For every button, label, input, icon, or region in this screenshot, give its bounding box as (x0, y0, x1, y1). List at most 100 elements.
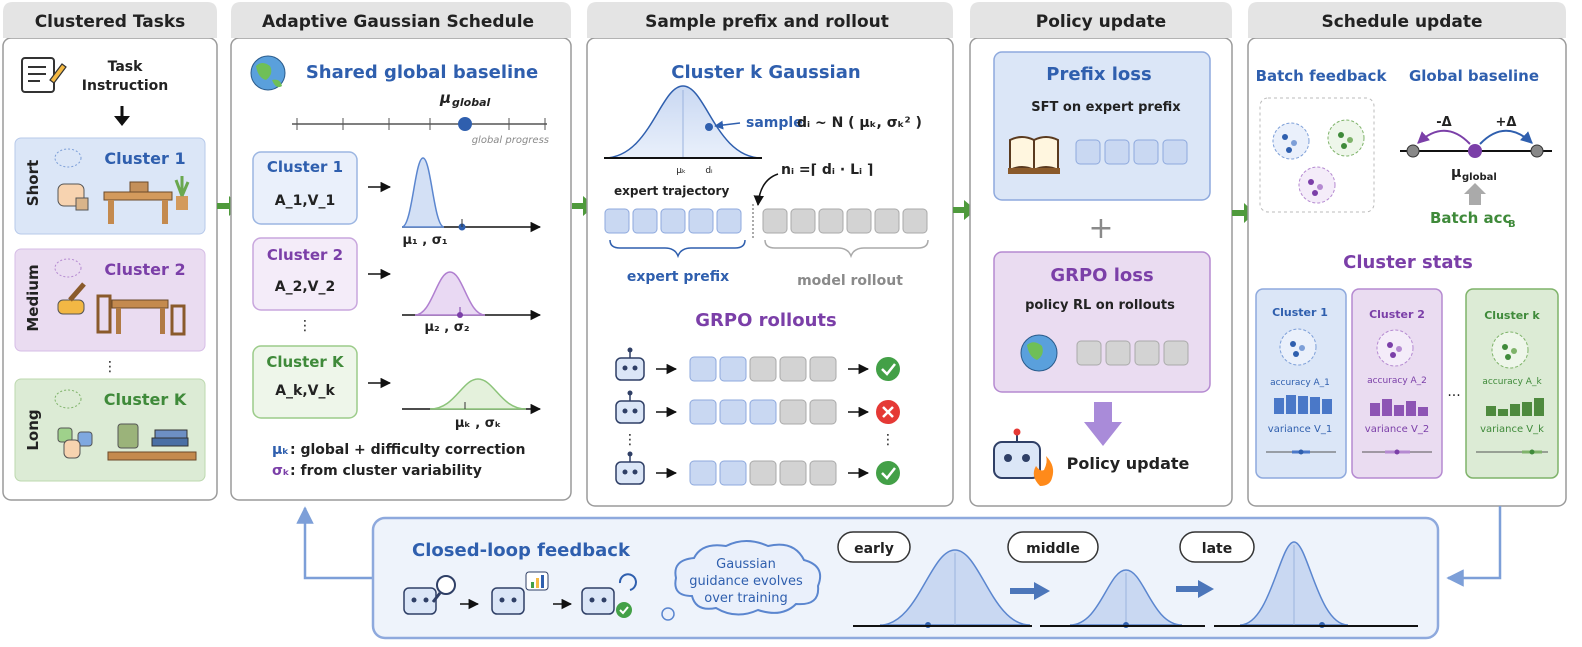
cluster-params: A_2,V_2 (275, 279, 335, 295)
document-pencil-icon (21, 57, 67, 93)
panel-sample-prefix: Sample prefix and rollout Cluster k Gaus… (586, 2, 954, 507)
robot-search-icon (403, 575, 456, 615)
cluster-name: Cluster k (1484, 309, 1540, 322)
batch-feedback-box (1259, 97, 1375, 213)
stage-middle: middle (1007, 531, 1183, 628)
ellipsis: ⋮ (881, 432, 895, 448)
cluster-name: Cluster 2 (267, 246, 343, 264)
cluster-card-long: Long Cluster K (14, 378, 206, 482)
table-chairs-icon (96, 294, 186, 336)
stage-label: late (1202, 541, 1232, 557)
cluster-name: Cluster 1 (267, 158, 343, 176)
cluster-row-1: Cluster 1 A_1,V_1 μ₁ , σ₁ (252, 151, 542, 248)
model-rollout-label: model rollout (797, 273, 903, 289)
panel-title: Schedule update (1321, 12, 1482, 32)
task-instruction-line1: Task (108, 59, 144, 75)
variance-label: variance V_2 (1365, 424, 1429, 435)
grpo-loss-card: GRPO loss policy RL on rollouts (993, 251, 1211, 393)
globe-icon (250, 55, 286, 91)
brush-icon (57, 282, 86, 315)
variance-label: variance V_1 (1268, 424, 1332, 435)
robot-icon (615, 390, 645, 424)
cluster-name: Cluster 1 (1272, 306, 1328, 319)
grpo-rollouts-title: GRPO rollouts (695, 310, 836, 331)
cloud-line2: guidance evolves (689, 574, 803, 589)
batch-acc-subscript: B (1508, 219, 1516, 230)
accuracy-label: accuracy A_k (1482, 377, 1542, 387)
panel-schedule-update: Schedule update Batch feedback Global ba… (1247, 2, 1567, 507)
progress-arrow-icon (1010, 582, 1050, 600)
minus-delta: -Δ (1436, 115, 1451, 130)
dist-label: μₖ , σₖ (455, 416, 501, 431)
stage-label: early (854, 541, 894, 557)
thought-cloud: Gaussian guidance evolves over training (661, 540, 822, 621)
mug-books-icon (107, 423, 197, 461)
cluster-name: Cluster K (266, 353, 345, 371)
dist-label: μ₂ , σ₂ (424, 320, 469, 335)
check-icon (876, 461, 900, 485)
flow-arrow-icon (953, 200, 976, 220)
batch-feedback-title: Batch feedback (1256, 67, 1388, 85)
cluster-params: A_k,V_k (275, 383, 335, 399)
batch-acc-label: Batch acc (1430, 209, 1511, 227)
panel-title: Adaptive Gaussian Schedule (262, 12, 534, 32)
check-icon (876, 357, 900, 381)
globe-icon (1020, 334, 1058, 372)
plus-delta: +Δ (1496, 115, 1517, 130)
stage-late: late (1179, 531, 1349, 628)
policy-update-label: Policy update (1067, 454, 1190, 473)
legend-mu-text: : global + difficulty correction (290, 442, 525, 458)
length-label-medium: Medium (24, 264, 42, 331)
panel-adaptive-schedule: Adaptive Gaussian Schedule Shared global… (230, 2, 572, 501)
panel-title: Clustered Tasks (35, 12, 186, 32)
mu-global-subscript: global (452, 96, 490, 109)
grpo-loss-desc: policy RL on rollouts (1025, 298, 1175, 313)
panel-clustered-tasks: Clustered Tasks Task Instruction Short C… (2, 2, 218, 501)
cloud-line1: Gaussian (716, 557, 776, 572)
cluster-name: Cluster K (104, 390, 187, 409)
length-label-short: Short (24, 160, 42, 206)
progress-arrow-icon (1176, 580, 1214, 598)
task-instruction-line2: Instruction (82, 78, 168, 94)
cluster-stat-card-k: Cluster k accuracy A_k variance V_k (1465, 288, 1559, 479)
variance-label: variance V_k (1480, 424, 1544, 435)
gaussian-curve (414, 271, 486, 316)
cluster-dots-icon (54, 148, 82, 168)
cluster-row-k: Cluster K A_k,V_k μₖ , σₖ (252, 345, 542, 431)
axis-mu-label: μₖ (676, 166, 686, 176)
panel-title: Sample prefix and rollout (645, 12, 889, 32)
cluster-name: Cluster 1 (104, 149, 185, 168)
hand-press-icon (57, 427, 93, 459)
cluster-name: Cluster 2 (1369, 308, 1425, 321)
plus-sign: + (1088, 211, 1113, 246)
up-arrow-icon (1464, 183, 1486, 205)
ellipsis: ⋮ (298, 318, 312, 334)
cross-icon (876, 400, 900, 424)
expert-trajectory-tokens (604, 204, 928, 240)
cluster-card-short: Short Cluster 1 (14, 137, 206, 235)
ellipsis: ⋮ (623, 432, 637, 448)
baseline-update-graphic: -Δ +Δ μ global Batch acc B (1400, 115, 1552, 230)
down-arrow-icon (1084, 402, 1122, 446)
cluster-stat-card-1: Cluster 1 accuracy A_1 variance V_1 (1255, 288, 1347, 479)
cluster-stat-card-2: Cluster 2 accuracy A_2 variance V_2 (1351, 288, 1443, 479)
n-formula: nᵢ =⌈ dᵢ · Lᵢ ⌉ (781, 162, 873, 178)
expert-trajectory-label: expert trajectory (614, 184, 729, 198)
cluster-dots-icon (54, 389, 82, 409)
baseline-title: Shared global baseline (306, 62, 538, 83)
expert-prefix-label: expert prefix (627, 269, 729, 285)
cluster-stats-title: Cluster stats (1343, 252, 1473, 273)
rollout-row (615, 347, 900, 382)
cluster-dots-icon (54, 258, 82, 278)
flow-arrow-icon (572, 196, 595, 216)
mu-global-symbol: μ (439, 89, 451, 107)
mu-global-marker (458, 117, 472, 131)
prefix-loss-desc: SFT on expert prefix (1031, 100, 1181, 115)
robot-icon (615, 451, 645, 485)
global-baseline-title: Global baseline (1409, 67, 1539, 85)
sample-word: sample (746, 115, 803, 131)
mu-global-symbol: μ (1451, 165, 1461, 181)
dist-label: μ₁ , σ₁ (402, 233, 447, 248)
rollout-row (615, 390, 900, 425)
stage-label: middle (1026, 541, 1080, 557)
